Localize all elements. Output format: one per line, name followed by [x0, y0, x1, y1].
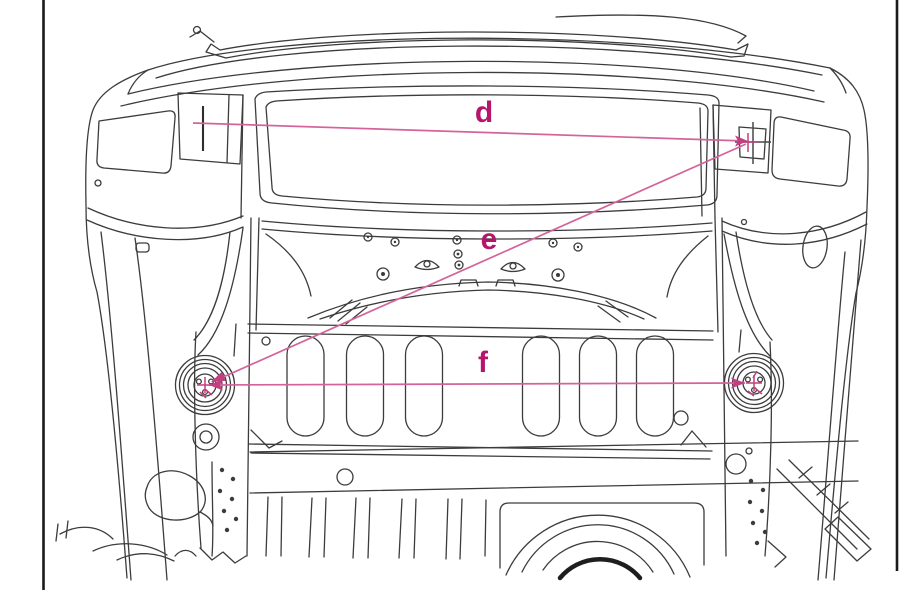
spare-wheel-well	[499, 502, 705, 581]
strut-tower-left	[144, 323, 247, 564]
strut-tower-right	[723, 329, 872, 568]
dimension-label-f: f	[478, 346, 489, 379]
dimension-label-d: d	[475, 96, 493, 129]
arrowhead-f-left	[209, 379, 223, 391]
dimension-line-f	[208, 382, 746, 386]
quarter-panel-right	[721, 67, 869, 581]
vent-slot	[404, 335, 444, 437]
dimension-line-e	[211, 143, 747, 383]
vent-slot	[521, 335, 561, 437]
dimension-line-d	[192, 122, 747, 142]
seat-pan-arc	[307, 281, 657, 319]
page-frame	[42, 0, 899, 590]
floor-ribs	[265, 496, 487, 560]
arrowhead-f-right	[731, 377, 745, 389]
window-pillars	[240, 94, 727, 557]
roof-panel	[120, 14, 847, 107]
vent-slot	[345, 335, 385, 437]
quarter-glass-left	[96, 110, 176, 174]
ref-point-right-tower	[746, 370, 763, 397]
package-tray-bracket-left	[177, 92, 244, 165]
dimension-label-e: e	[481, 223, 498, 256]
quarter-panel-left	[85, 69, 244, 581]
vent-slot	[578, 335, 618, 437]
body-line-art	[55, 14, 872, 581]
lower-left-details	[55, 520, 197, 562]
vent-slot	[635, 335, 675, 437]
bumper-beam	[249, 440, 859, 494]
arrowhead-d	[735, 135, 748, 147]
dimension-lines: d e f	[192, 96, 771, 399]
vent-slot	[286, 335, 325, 437]
parcel-shelf	[261, 220, 713, 325]
rear-panel	[247, 323, 714, 460]
ref-point-left-tower	[197, 377, 213, 399]
rear-window-aperture	[254, 85, 720, 215]
quarter-glass-right	[771, 116, 851, 187]
arrowhead-e	[211, 371, 226, 382]
